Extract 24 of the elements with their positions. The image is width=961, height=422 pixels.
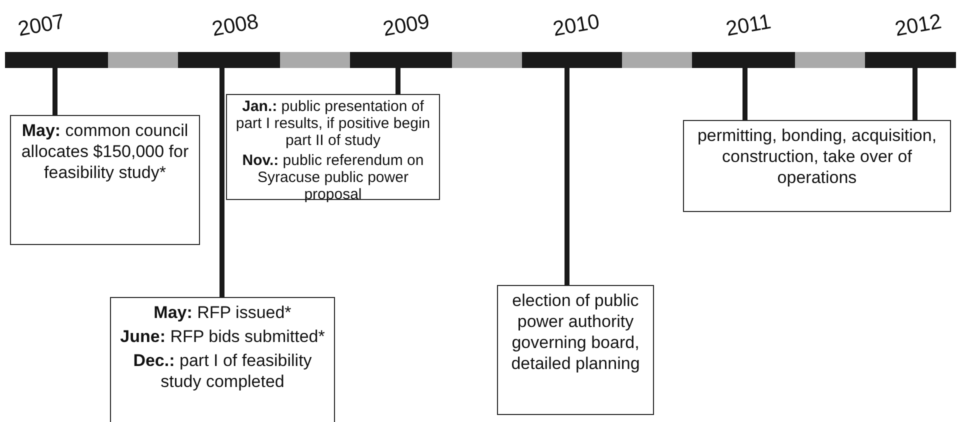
year-label: 2009 [381,10,432,42]
event-box [683,120,951,212]
timeline-bar [5,52,956,68]
connector-line [52,68,58,115]
year-label: 2007 [16,10,66,42]
year-label: 2012 [893,10,944,42]
year-label: 2011 [724,10,773,42]
connector-line [912,68,918,120]
event-text: election of public power authority governing board, detailed planning [510,290,641,374]
event-text: June: RFP bids submitted* [119,326,326,347]
connector-line [564,68,570,285]
event-box [497,285,654,415]
event-text: May: common council allocates $150,000 for feasibility study* [20,120,190,183]
year-label: 2008 [210,10,260,42]
event-box [10,115,200,245]
year-label: 2010 [551,10,602,42]
connector-line [220,68,224,297]
event-text: Nov.: public referendum on Syracuse public power proposal [241,152,425,203]
event-box [110,297,335,422]
event-text: permitting, bonding, acquisition, construction, take over of operations [696,125,938,188]
connector-line [396,68,400,94]
connector-line [742,68,748,120]
event-text: May: RFP issued* [152,302,292,323]
event-text: Dec.: part I of feasibility study completed [132,350,313,392]
